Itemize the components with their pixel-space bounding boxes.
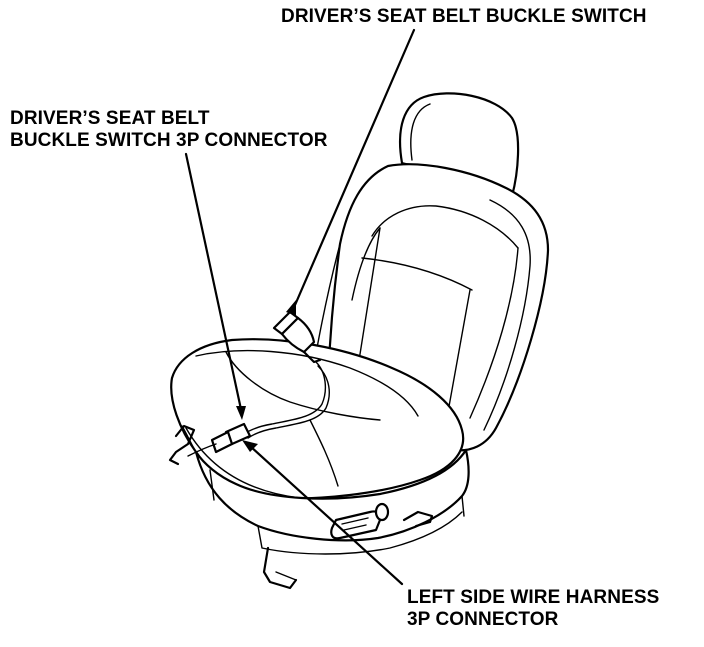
leader-harness-connector xyxy=(242,440,404,586)
callout-buckle-switch-text: DRIVER’S SEAT BELT BUCKLE SWITCH xyxy=(281,6,647,27)
seat-belt-buckle xyxy=(272,310,322,364)
3p-connector-pair xyxy=(187,422,252,457)
buckle-wire-harness xyxy=(243,361,330,439)
seat-rails xyxy=(168,424,434,590)
callout-buckle-switch: DRIVER’S SEAT BELT BUCKLE SWITCH xyxy=(281,6,647,28)
leader-buckle-switch xyxy=(286,28,416,316)
callout-buckle-connector-line1: DRIVER’S SEAT BELT xyxy=(10,108,210,129)
callout-buckle-connector: DRIVER’S SEAT BELT BUCKLE SWITCH 3P CONN… xyxy=(10,108,328,152)
callout-harness-connector-line2: 3P CONNECTOR xyxy=(407,609,559,630)
seat-cushion xyxy=(170,338,465,500)
callout-harness-connector: LEFT SIDE WIRE HARNESS 3P CONNECTOR xyxy=(407,587,659,631)
leader-buckle-connector xyxy=(184,152,246,420)
callout-harness-connector-line1: LEFT SIDE WIRE HARNESS xyxy=(407,587,660,608)
callout-buckle-connector-line2: BUCKLE SWITCH 3P CONNECTOR xyxy=(10,130,328,151)
